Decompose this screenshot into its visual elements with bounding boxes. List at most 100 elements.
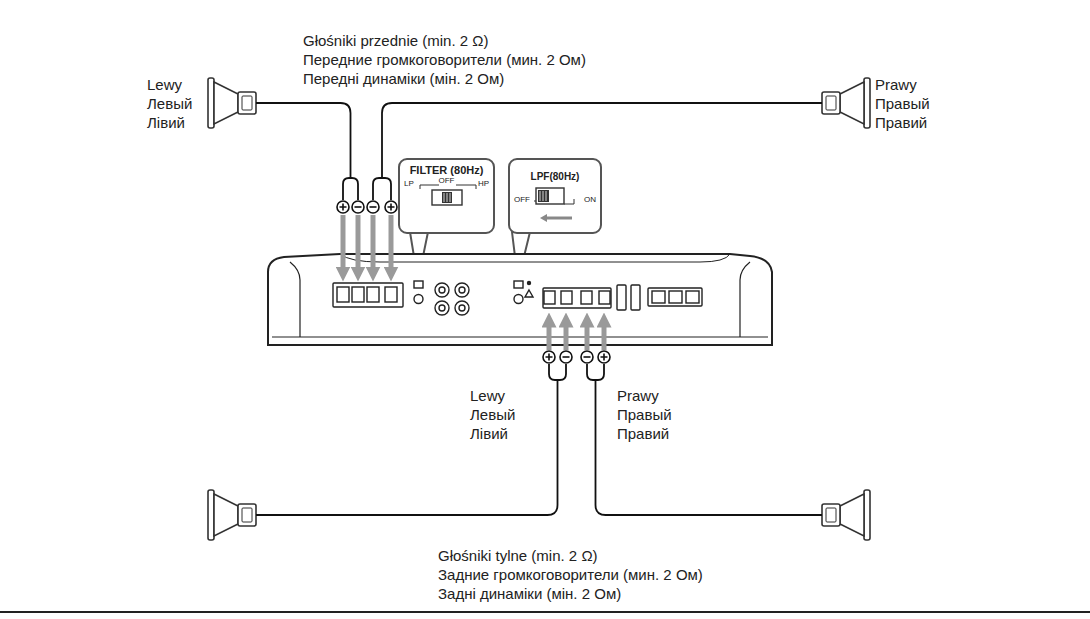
amplifier-panel [455, 283, 469, 297]
amplifier-panel [459, 287, 465, 293]
speaker-label: Левый [470, 405, 515, 424]
amplifier-panel [439, 305, 445, 311]
connection-arrow [564, 320, 569, 350]
switch-position: HP [478, 180, 489, 189]
switch-graphic [536, 188, 564, 204]
polarity-symbol [598, 351, 610, 363]
amplifier-panel [352, 287, 364, 302]
amplifier-panel [455, 301, 469, 315]
amplifier-body [340, 254, 730, 262]
amplifier-panel [514, 295, 523, 304]
speaker-front-left [208, 78, 256, 128]
switch-title: LPF(80Hz) [531, 171, 580, 182]
polarity-symbol [560, 351, 572, 363]
speaker-label: Передні динаміки (мін. 2 Ом) [303, 69, 504, 88]
speaker-label: Głośniki przednie (min. 2 Ω) [303, 31, 488, 50]
speaker-label: Głośniki tylne (min. 2 Ω) [438, 546, 598, 565]
amplifier-panel [385, 287, 397, 302]
switch-position: OFF [514, 196, 530, 205]
polarity-symbol [367, 201, 379, 213]
amplifier-body [290, 262, 300, 337]
amplifier-panel [617, 285, 626, 310]
speaker-label: Lewy [147, 75, 182, 94]
amplifier-panel [599, 291, 610, 304]
amplifier-panel [581, 291, 592, 304]
speaker-label: Правый [875, 94, 930, 113]
speaker-wires [256, 103, 822, 515]
speaker-label: Лівий [147, 113, 185, 132]
speaker-label: Правий [875, 113, 927, 132]
speaker-wires [256, 380, 558, 515]
speaker-rear-right [822, 490, 870, 540]
speaker-wires [373, 178, 391, 200]
amplifier-panel [525, 290, 533, 297]
switch-position: ON [584, 196, 596, 205]
switch-callout: LPF(80Hz) OFF ON [508, 158, 602, 234]
switch-position: OFF [439, 177, 455, 186]
polarity-symbol [352, 201, 364, 213]
amplifier-body [740, 262, 750, 337]
speaker-label: Prawy [875, 75, 917, 94]
switch-graphic [540, 214, 547, 222]
speaker-label: Lewy [470, 386, 505, 405]
polarity-symbol [546, 354, 553, 361]
switch-graphic [538, 190, 549, 202]
speaker-wires [343, 178, 358, 200]
polarity-symbol [601, 354, 608, 361]
switch-graphic [420, 185, 476, 189]
switch-graphic [432, 190, 462, 205]
speaker-wires [596, 380, 823, 515]
speaker-label: Правый [617, 405, 672, 424]
amplifier-panel [528, 282, 531, 285]
polarity-symbol [340, 204, 347, 211]
connection-arrow [585, 320, 590, 350]
switch-title: FILTER (80Hz) [410, 164, 484, 176]
polarity-symbol [370, 206, 377, 208]
connection-arrow [343, 215, 604, 350]
switch-graphic [444, 193, 450, 202]
amplifier-panel [414, 281, 423, 288]
connection-arrow [547, 320, 552, 350]
amplifier-panel [648, 288, 702, 306]
amplifier-panel [414, 295, 423, 304]
speaker-rear-left [208, 490, 256, 540]
amplifier-panel [367, 287, 379, 302]
speaker-wires [382, 103, 822, 178]
speaker-wires [587, 364, 604, 380]
polarity-symbol [388, 204, 395, 211]
amplifier-panel [333, 283, 403, 307]
connection-arrow [602, 320, 607, 350]
amplifier-body [272, 336, 768, 337]
amplifier-panel [631, 285, 640, 310]
amplifier-panel [337, 287, 349, 302]
amplifier-panel [435, 301, 449, 315]
polarity-symbol [581, 351, 593, 363]
switch-graphic [564, 199, 574, 204]
speaker-label: Задние громкоговорители (мин. 2 Ом) [438, 565, 703, 584]
polarity-symbol [355, 206, 362, 208]
polarity-symbol [337, 201, 349, 213]
switch-graphic [442, 192, 452, 203]
speaker-label: Prawy [617, 386, 659, 405]
amplifier-panel [686, 291, 699, 303]
amplifier-panel [435, 283, 449, 297]
connection-arrow [389, 215, 394, 274]
switch-graphic [540, 191, 546, 201]
speaker-label: Лівий [470, 424, 508, 443]
polarity-symbol [385, 201, 397, 213]
switch-callout: FILTER (80Hz) LP OFF HP [398, 158, 495, 234]
speaker-front-right [822, 78, 870, 128]
speaker-label: Правий [617, 424, 669, 443]
amplifier-panel [514, 281, 523, 288]
connection-arrow [371, 215, 376, 274]
amplifier-panel [439, 287, 445, 293]
amplifier-panel [544, 291, 555, 304]
amplifier-panel [543, 288, 611, 308]
polarity-symbol [563, 356, 570, 358]
amplifier-panel [459, 305, 465, 311]
speaker-wires [256, 103, 351, 178]
polarity-symbol [543, 351, 555, 363]
speaker-label: Передние громкоговорители (мин. 2 Ом) [303, 50, 586, 69]
polarity-symbol [584, 356, 591, 358]
switch-position: LP [404, 180, 414, 189]
